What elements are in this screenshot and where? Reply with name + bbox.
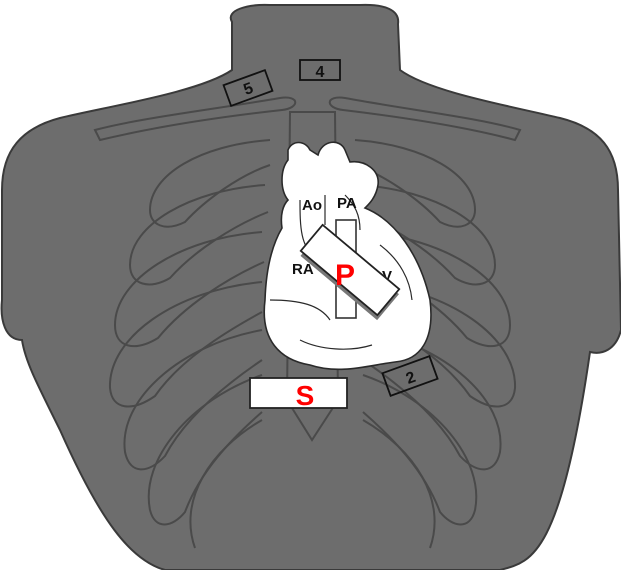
label-pulmonary-artery: PA (337, 195, 357, 212)
label-aorta: Ao (302, 197, 322, 214)
probe-subcostal-label: S (296, 380, 315, 411)
probe-parasternal-label: P (335, 259, 355, 292)
probe-4-label: 4 (316, 64, 325, 81)
